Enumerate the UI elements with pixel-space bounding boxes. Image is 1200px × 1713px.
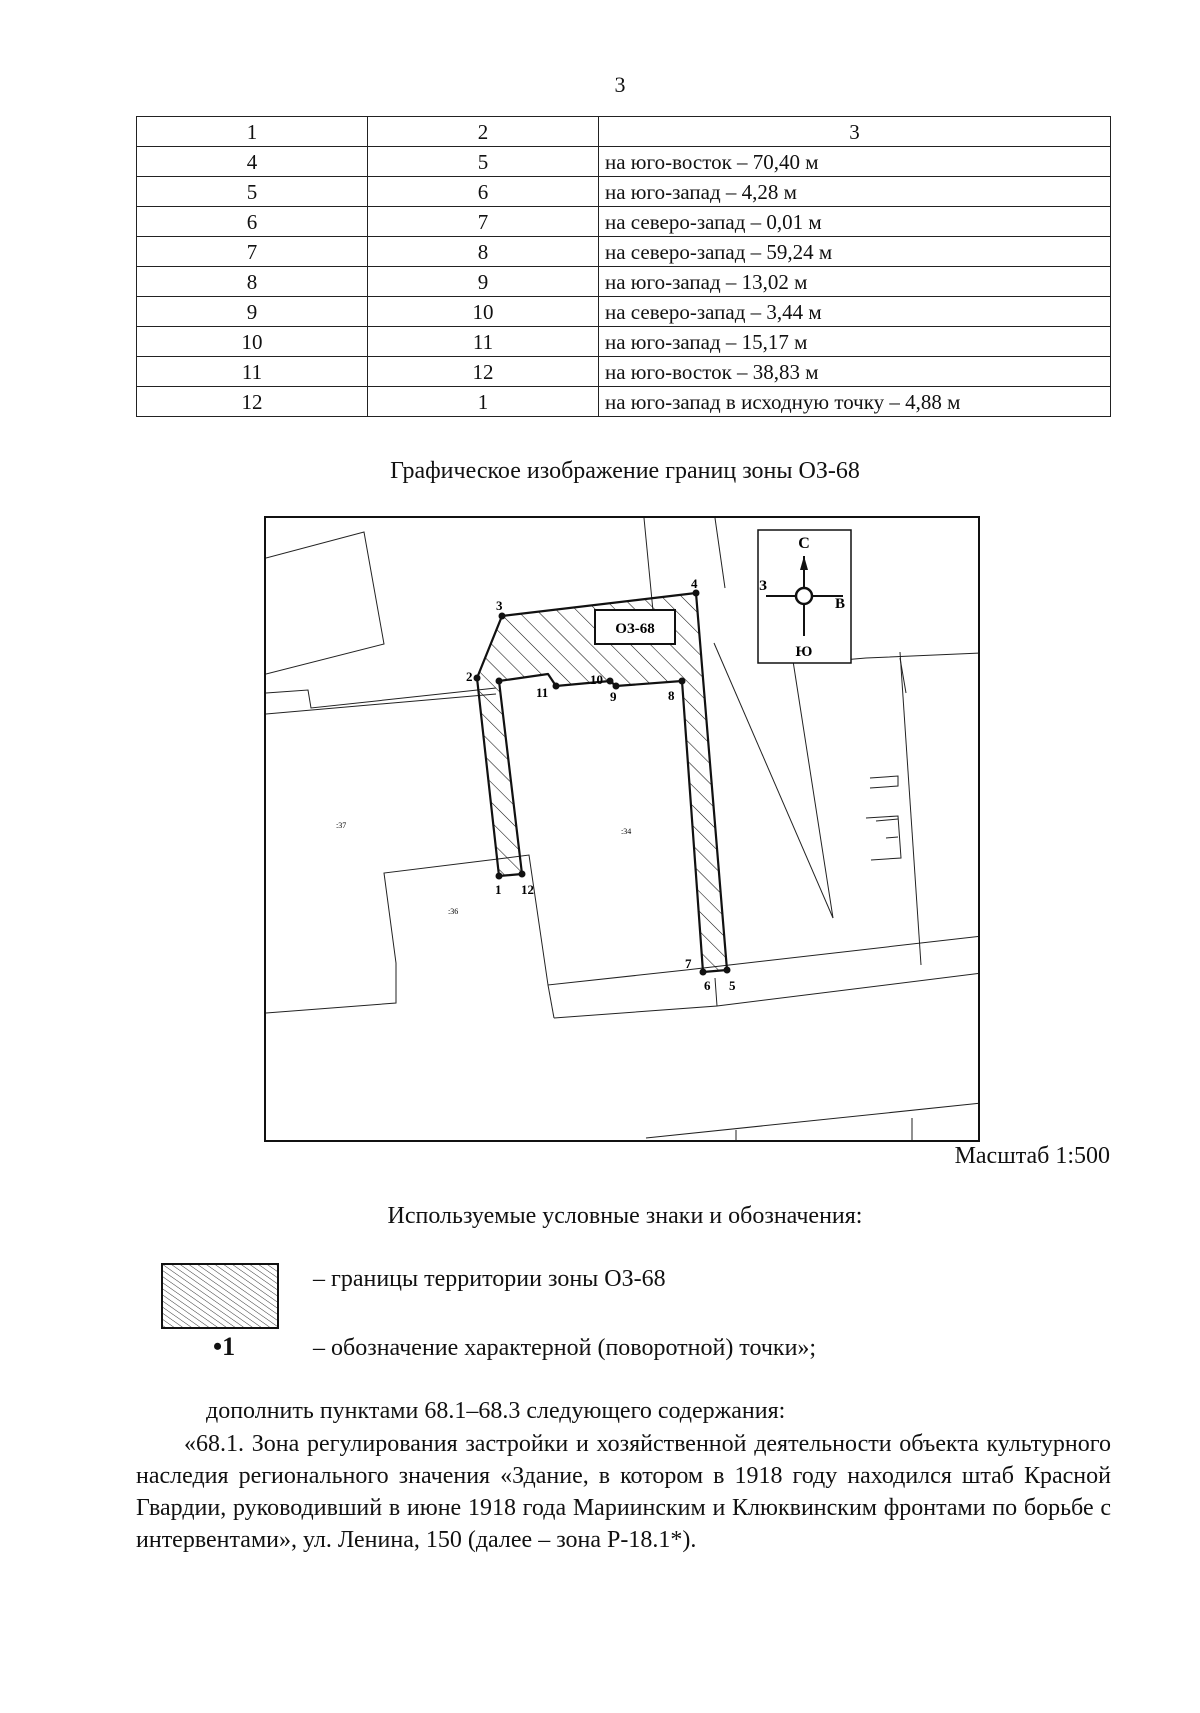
cell-from: 4 (136, 146, 368, 177)
cell-desc: на юго-запад в исходную точку – 4,88 м (598, 386, 1111, 417)
legend-title: Используемые условные знаки и обозначени… (387, 1203, 863, 1229)
compass-west: З (759, 578, 767, 594)
parcel-label-37: :37 (336, 821, 346, 830)
point-labels: 1 2 3 4 5 6 7 8 9 10 11 12 (466, 576, 736, 993)
point-label-2: 2 (466, 669, 473, 684)
cell-desc: на северо-запад – 59,24 м (598, 236, 1111, 267)
compass-south: Ю (796, 644, 813, 660)
point-label-8: 8 (668, 688, 675, 703)
paragraph-intro: дополнить пунктами 68.1–68.3 следующего … (206, 1398, 786, 1424)
legend-point-symbol: •1 (213, 1332, 236, 1361)
cell-to: 9 (367, 266, 599, 297)
paragraph-68-1: «68.1. Зона регулирования застройки и хо… (136, 1431, 1111, 1553)
cell-to: 5 (367, 146, 599, 177)
figure-title: Графическое изображение границ зоны ОЗ-6… (390, 458, 860, 484)
cell-to: 1 (367, 386, 599, 417)
zone-map-drawing: С В Ю З ОЗ-68 :37 :34 :36 (266, 518, 978, 1140)
point-label-3: 3 (496, 598, 503, 613)
cell-from: 11 (136, 356, 368, 387)
legend-point-text: – обозначение характерной (поворотной) т… (313, 1335, 817, 1361)
page-number: 3 (614, 72, 626, 97)
compass-east: В (835, 596, 845, 612)
cell-desc: на юго-запад – 4,28 м (598, 176, 1111, 207)
parcel-lines (266, 518, 978, 1140)
compass-rose: С В Ю З (757, 529, 852, 664)
cell-from: 6 (136, 206, 368, 237)
parcel-label-36: :36 (448, 907, 458, 916)
point-label-7: 7 (685, 956, 692, 971)
zone-map: С В Ю З ОЗ-68 :37 :34 :36 (264, 516, 980, 1142)
legend-zone-text: – границы территории зоны ОЗ-68 (313, 1266, 666, 1292)
point-label-1: 1 (495, 882, 502, 897)
cell-to: 6 (367, 176, 599, 207)
cell-to: 7 (367, 206, 599, 237)
cell-desc: на юго-восток – 38,83 м (598, 356, 1111, 387)
point-label-10: 10 (590, 672, 603, 687)
cell-from: 9 (136, 296, 368, 327)
zone-label-text: ОЗ-68 (615, 621, 655, 637)
compass-north: С (798, 535, 810, 552)
cell-to: 10 (367, 296, 599, 327)
cell-desc: на северо-запад – 3,44 м (598, 296, 1111, 327)
point-label-11: 11 (536, 685, 548, 700)
zone-label: ОЗ-68 (594, 609, 676, 645)
cell-desc: на северо-запад – 0,01 м (598, 206, 1111, 237)
point-label-12: 12 (521, 882, 534, 897)
table-header-row: 1 2 3 (136, 116, 1111, 147)
cell-from: 10 (136, 326, 368, 357)
point-label-6: 6 (704, 978, 711, 993)
cell-from: 5 (136, 176, 368, 207)
boundary-points (473, 589, 731, 976)
table-header-cell: 1 (136, 116, 368, 147)
table-header-cell: 2 (367, 116, 599, 147)
map-scale: Масштаб 1:500 (954, 1143, 1110, 1169)
cell-to: 11 (367, 326, 599, 357)
cell-to: 12 (367, 356, 599, 387)
cell-desc: на юго-восток – 70,40 м (598, 146, 1111, 177)
hatch-pattern-icon (163, 1265, 277, 1327)
cell-from: 7 (136, 236, 368, 267)
parcel-label-34: :34 (621, 827, 631, 836)
cell-desc: на юго-запад – 15,17 м (598, 326, 1111, 357)
point-label-9: 9 (610, 689, 617, 704)
cell-from: 8 (136, 266, 368, 297)
table-header-cell: 3 (598, 116, 1111, 147)
cell-to: 8 (367, 236, 599, 267)
legend-hatch-swatch (161, 1263, 279, 1329)
zone-oz68-area (475, 591, 729, 974)
point-label-4: 4 (691, 576, 698, 591)
cell-from: 12 (136, 386, 368, 417)
cell-desc: на юго-запад – 13,02 м (598, 266, 1111, 297)
point-label-5: 5 (729, 978, 736, 993)
